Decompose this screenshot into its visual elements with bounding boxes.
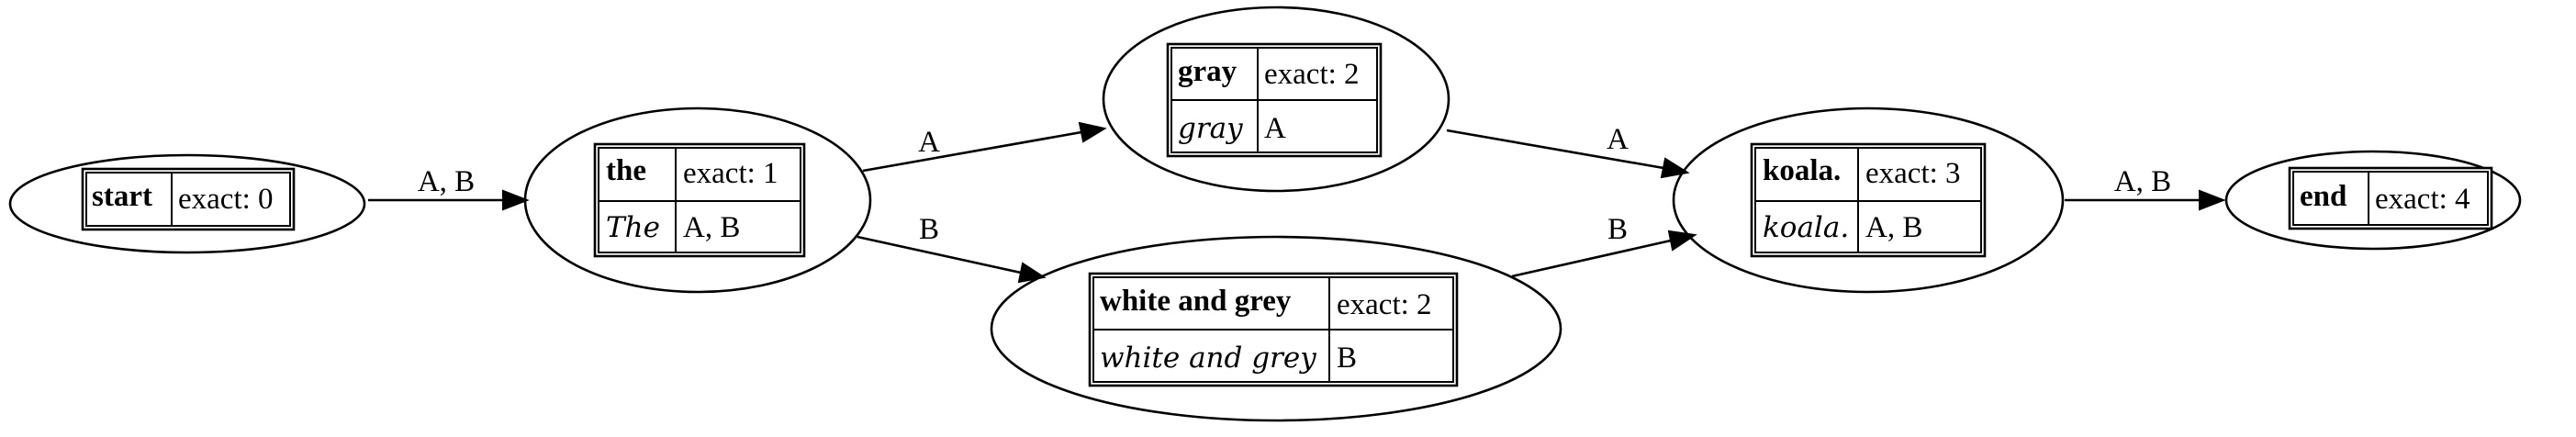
node-name: start xyxy=(92,180,152,213)
node-name: koala. xyxy=(1763,154,1841,187)
node-exact: exact: 2 xyxy=(1264,58,1360,91)
edge-the-gray: A xyxy=(862,121,1107,173)
node-text: white and grey xyxy=(1100,342,1316,375)
node-versions: A, B xyxy=(683,211,740,244)
node-text: gray xyxy=(1178,112,1243,145)
node-versions: A xyxy=(1264,112,1286,145)
node-text: koala. xyxy=(1763,211,1849,244)
edge-white-koala: B xyxy=(1511,213,1697,278)
edge-label: B xyxy=(1607,213,1628,246)
node-exact: exact: 0 xyxy=(178,183,274,216)
node-versions: B xyxy=(1337,342,1357,375)
node-text: The xyxy=(606,211,660,244)
node-exact: exact: 2 xyxy=(1337,288,1432,321)
edge-start-the: A, B xyxy=(368,165,530,211)
node-start: start exact: 0 xyxy=(8,153,366,254)
edge-gray-koala: A xyxy=(1446,123,1690,179)
edge-label: A, B xyxy=(2114,165,2171,198)
node-exact: exact: 1 xyxy=(683,157,778,190)
edge-label: A, B xyxy=(418,165,475,198)
node-name: gray xyxy=(1178,55,1238,88)
node-exact: exact: 4 xyxy=(2375,183,2470,216)
node-name: end xyxy=(2300,180,2346,213)
edge-koala-end: A, B xyxy=(2065,165,2226,211)
node-exact: exact: 3 xyxy=(1865,157,1961,190)
node-name: white and grey xyxy=(1100,285,1292,318)
edge-label: A xyxy=(918,126,940,159)
edge-the-white: B xyxy=(857,213,1047,284)
edge-label: A xyxy=(1607,123,1629,156)
node-koala: koala. exact: 3 koala. A, B xyxy=(1672,106,2065,294)
node-white-and-grey: white and grey exact: 2 white and grey B xyxy=(990,235,1562,422)
node-versions: A, B xyxy=(1865,211,1922,244)
edge-label: B xyxy=(919,213,939,246)
node-name: the xyxy=(606,154,646,187)
node-the: the exact: 1 The A, B xyxy=(523,106,872,294)
node-gray: gray exact: 2 gray A xyxy=(1102,6,1450,193)
node-end: end exact: 4 xyxy=(2224,150,2522,251)
